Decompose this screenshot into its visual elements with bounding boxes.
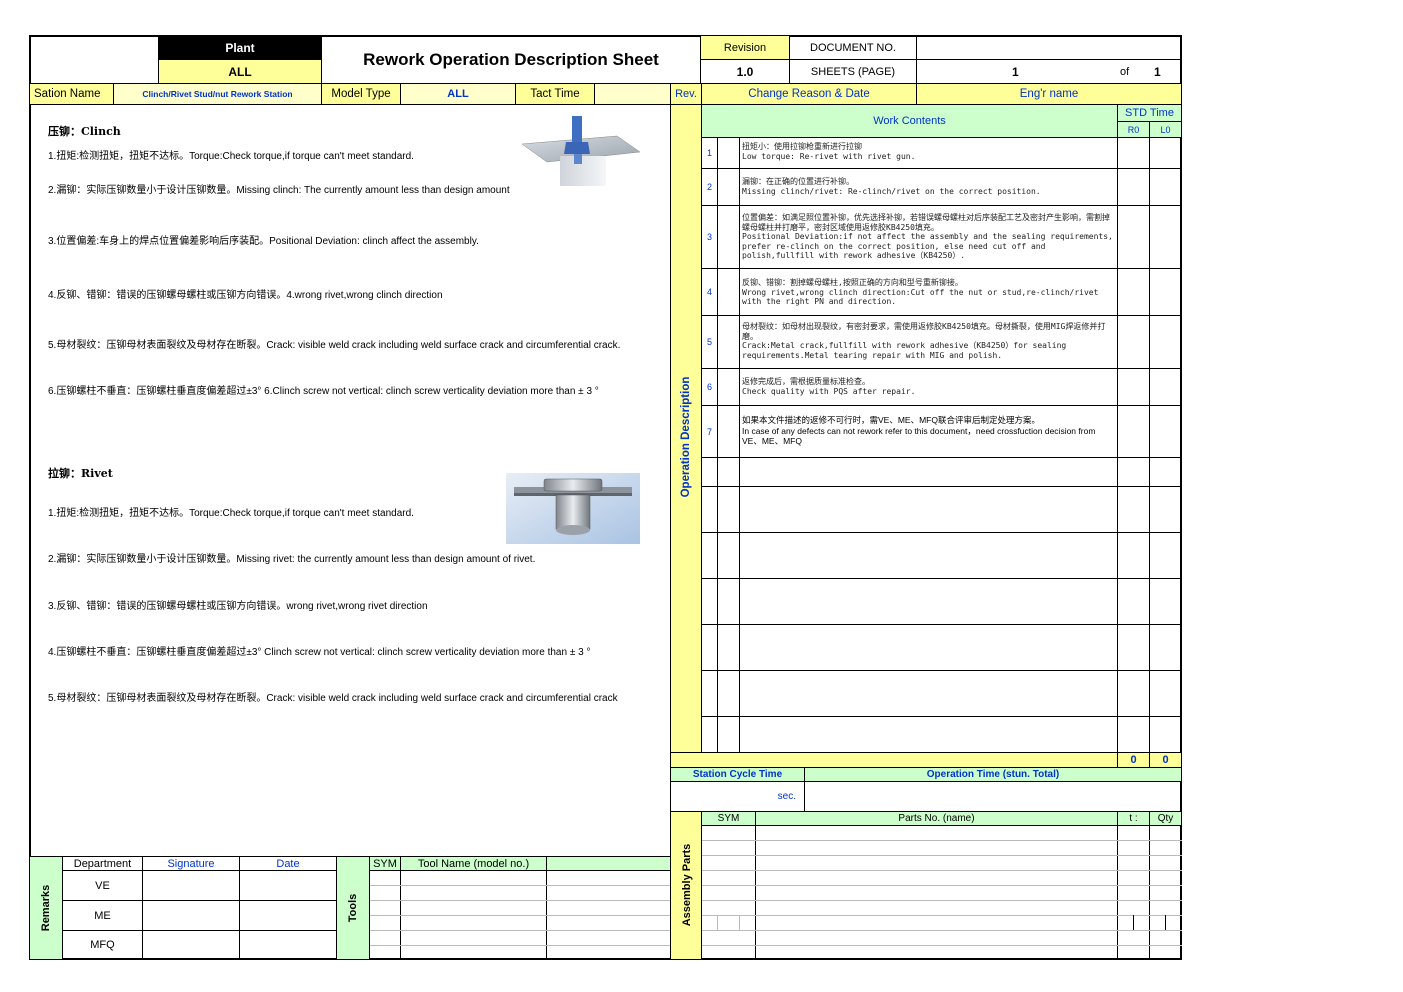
department-header: Department [62, 856, 143, 871]
change-reason-label: Change Reason & Date [701, 83, 917, 105]
step-number: 1 [706, 148, 712, 158]
work-contents-header: Work Contents [701, 104, 1118, 138]
signature-mfq[interactable] [142, 930, 240, 960]
rivet-item: 4.压铆螺柱不垂直：压铆螺柱垂直度偏差超过±3° Clinch screw no… [48, 647, 591, 658]
tools-sym-header: SYM [369, 856, 401, 871]
l0-header: L0 [1149, 121, 1182, 138]
department-ve: VE [62, 870, 143, 901]
rivet-nut-image [506, 473, 640, 544]
model-type-label: Model Type [321, 83, 401, 105]
thickness-header: t : [1117, 811, 1150, 826]
plant-value: ALL [158, 59, 322, 84]
tools-side: Tools [336, 856, 370, 960]
step-content: 漏铆：在正确的位置进行补铆。 Missing clinch/rivet: Re-… [742, 177, 1041, 196]
step-number: 5 [706, 337, 712, 347]
rivet-heading: 拉铆：Rivet [48, 467, 113, 480]
step-number: 7 [706, 426, 712, 437]
rivet-item: 5.母材裂纹：压铆母材表面裂纹及母材存在断裂。Crack: visible we… [48, 693, 618, 704]
station-cycle-label: Station Cycle Time [670, 767, 805, 782]
sheets-cell: 1 of 1 [916, 59, 1182, 84]
tact-time-value[interactable] [594, 83, 671, 105]
parts-no-header: Parts No. (name) [755, 811, 1118, 826]
step-content: 返修完成后，需根据质量标准检查。 Check quality with PQS … [742, 377, 916, 396]
step-number: 3 [706, 232, 712, 242]
model-type-value: ALL [400, 83, 516, 105]
date-mfq[interactable] [239, 930, 337, 960]
sheet-total: 1 [1154, 65, 1161, 79]
parts-sym-header: SYM [701, 811, 756, 826]
sheet-of: of [1120, 66, 1130, 78]
parts-side: Assembly Parts [670, 811, 702, 960]
remarks-label: Remarks [40, 884, 52, 932]
parts-side-label: Assembly Parts [681, 843, 693, 927]
revision-label: Revision [700, 35, 790, 60]
qty-header: Qty [1149, 811, 1182, 826]
rivet-item: 1.扭矩:检测扭矩，扭矩不达标。Torque:Check torque,if t… [48, 508, 414, 519]
step-number: 6 [706, 382, 712, 392]
rev-label: Rev. [670, 83, 702, 105]
department-mfq: MFQ [62, 930, 143, 960]
sec-label: sec. [777, 791, 796, 802]
date-me[interactable] [239, 900, 337, 931]
rivet-item: 3.反铆、错铆：错误的压铆螺母螺柱或压铆方向错误。wrong rivet,wro… [48, 601, 428, 612]
step-number: 2 [706, 182, 712, 192]
engr-name-label: Eng'r name [916, 83, 1182, 105]
operation-time-value [804, 781, 1182, 812]
signature-header: Signature [142, 856, 240, 871]
sheet-current: 1 [1012, 65, 1019, 79]
plant-label: Plant [158, 35, 322, 60]
signature-me[interactable] [142, 900, 240, 931]
tact-time-label: Tact Time [515, 83, 595, 105]
logo-cell [29, 35, 159, 84]
date-ve[interactable] [239, 870, 337, 901]
clinch-item: 4.反铆、错铆：错误的压铆螺母螺柱或压铆方向错误。4.wrong rivet,w… [48, 290, 443, 301]
clinch-item: 6.压铆螺柱不垂直：压铆螺柱垂直度偏差超过±3° 6.Clinch screw … [48, 386, 599, 397]
step-content: 位置偏差：如满足照位置补铆，优先选择补铆，若错误螺母螺柱对后序装配工艺及密封产生… [742, 213, 1113, 260]
step-content: 如果本文件描述的返修不可行时，需VE、ME、MFQ联合评审后制定处理方案。 In… [742, 415, 1096, 446]
sheets-label: SHEETS (PAGE) [789, 59, 917, 84]
remarks-side: Remarks [29, 856, 63, 960]
tool-name-header: Tool Name (model no.) [400, 856, 547, 871]
tools-label: Tools [347, 893, 359, 923]
clinch-item: 1.扭矩:检测扭矩，扭矩不达标。Torque:Check torque,if t… [48, 151, 414, 162]
document-no-label: DOCUMENT NO. [789, 35, 917, 60]
station-name-value: Clinch/Rivet Stud/nut Rework Station [113, 83, 322, 105]
clinch-item: 3.位置偏差:车身上的焊点位置偏差影响后序装配。Positional Devia… [48, 236, 479, 247]
date-header: Date [239, 856, 337, 871]
revision-value: 1.0 [700, 59, 790, 84]
operation-time-label: Operation Time (stun. Total) [804, 767, 1182, 782]
clinch-item: 2.漏铆：实际压铆数量小于设计压铆数量。Missing clinch: The … [48, 185, 510, 196]
page-title: Rework Operation Description Sheet [321, 35, 701, 84]
step-content: 扭矩小：使用拉铆枪重新进行拉铆 Low torque: Re-rivet wit… [742, 142, 916, 161]
clinch-stud-image [521, 114, 641, 188]
total-r0: 0 [1117, 752, 1150, 768]
operation-side-label: Operation Description [680, 376, 692, 498]
station-name-label: Sation Name [29, 83, 114, 105]
clinch-heading: 压铆：Clinch [48, 125, 121, 138]
department-me: ME [62, 900, 143, 931]
rivet-item: 2.漏铆：实际压铆数量小于设计压铆数量。Missing rivet: the c… [48, 554, 536, 565]
document-no-value[interactable] [916, 35, 1182, 60]
total-l0: 0 [1149, 752, 1182, 768]
step-content: 反铆、错铆：割掉螺母螺柱,按照正确的方向和型号重新铆接。 Wrong rivet… [742, 278, 1099, 306]
clinch-item: 5.母材裂纹：压铆母材表面裂纹及母材存在断裂。Crack: visible we… [48, 340, 621, 351]
station-cycle-value: sec. [670, 781, 805, 812]
operation-side: Operation Description [670, 104, 702, 768]
r0-header: R0 [1117, 121, 1150, 138]
signature-ve[interactable] [142, 870, 240, 901]
std-time-header: STD Time [1117, 104, 1182, 122]
step-content: 母材裂纹：如母材出现裂纹，有密封要求，需使用返修胶KB4250填充。母材撕裂，使… [742, 322, 1106, 360]
step-number: 4 [706, 287, 712, 297]
